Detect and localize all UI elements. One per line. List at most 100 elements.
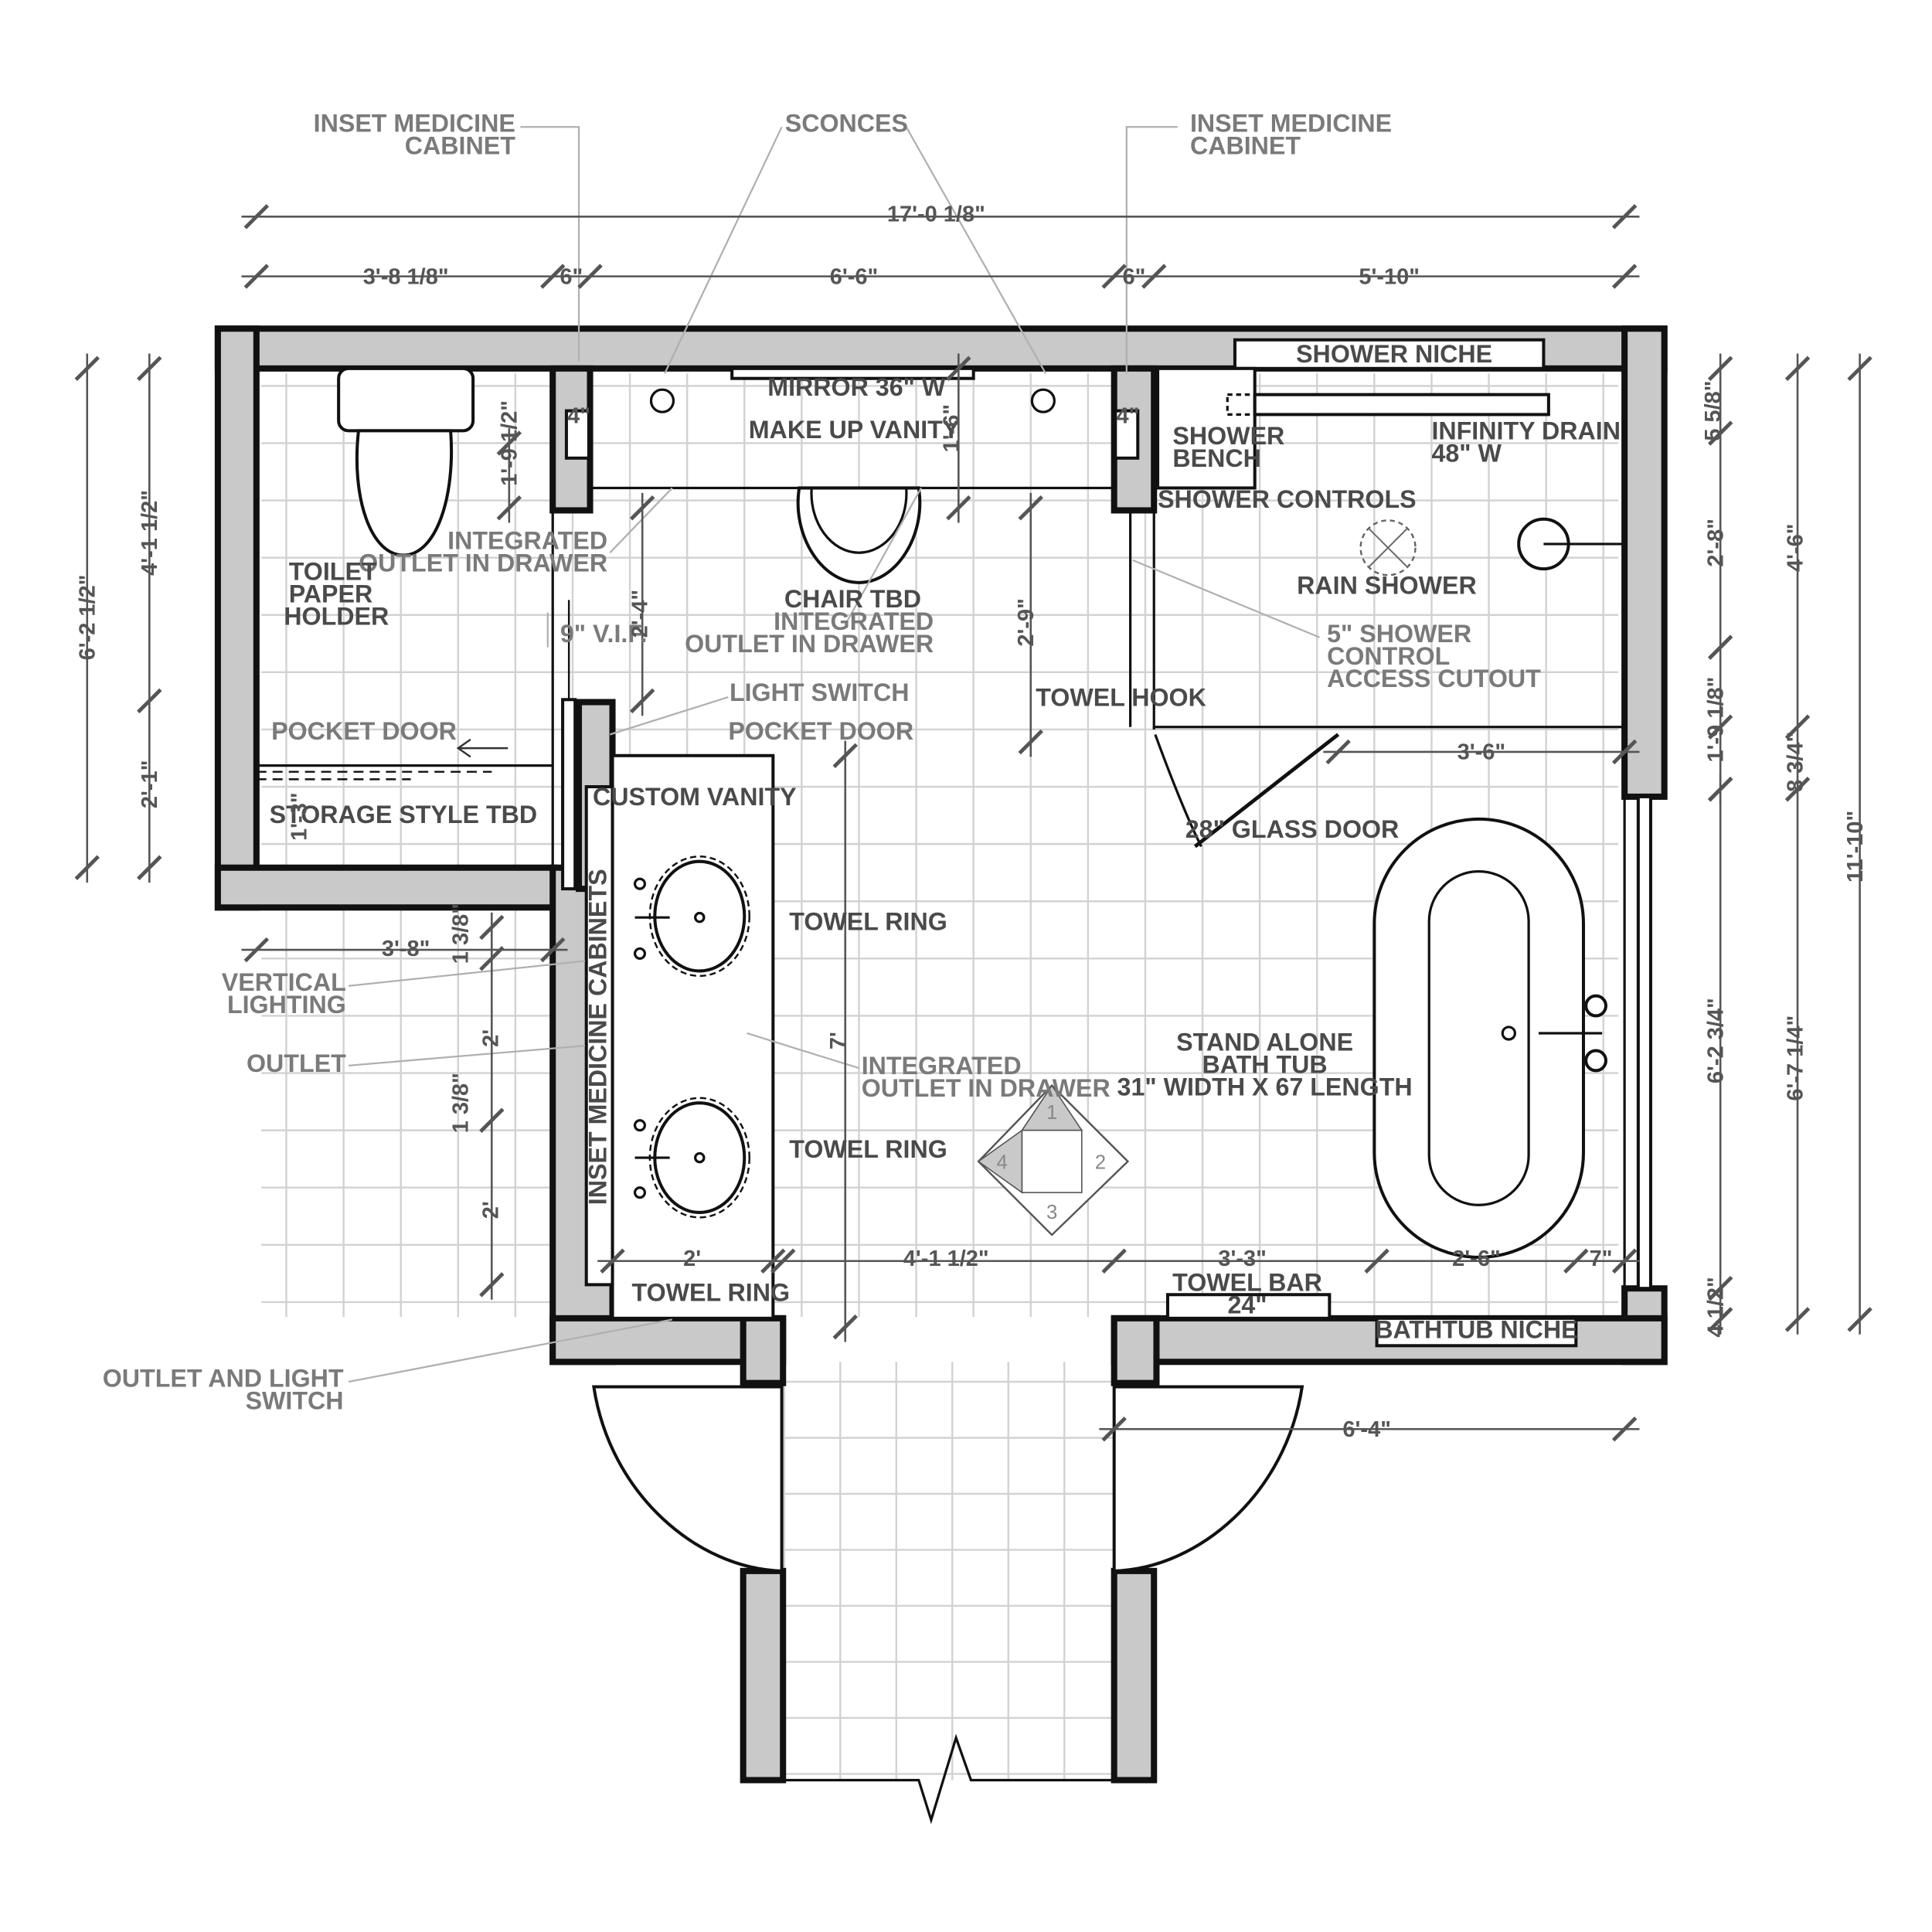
label-pocket-door-right: POCKET DOOR	[728, 717, 913, 745]
label-inset-cabinets-vertical: INSET MEDICINE CABINETS	[583, 869, 611, 1205]
label-toilet-paper-1: TOILET	[289, 558, 377, 586]
dim-light-gap-1: 1 3/8"	[449, 903, 474, 964]
label-shower-bench-1: SHOWER	[1172, 422, 1284, 450]
dimension-lines	[74, 204, 1872, 1442]
label-towel-bar-1: TOWEL BAR	[1172, 1268, 1322, 1296]
label-bathtub-niche: BATHTUB NICHE	[1375, 1316, 1577, 1344]
shower-head-icon	[1517, 517, 1625, 571]
label-light-switch: LIGHT SWITCH	[730, 679, 910, 706]
dim-makeup-to-shower: 2'-9"	[1014, 598, 1039, 647]
dim-cab-height-1: 2'	[478, 1029, 503, 1047]
entry-doors	[592, 1385, 1304, 1825]
chair-icon	[796, 486, 922, 584]
dim-light-gap-2: 1 3/8"	[449, 1073, 474, 1133]
label-rain-shower: RAIN SHOWER	[1297, 571, 1477, 599]
dim-cab-height-2: 2'	[478, 1201, 503, 1219]
label-outlet-light-1: OUTLET AND LIGHT	[103, 1364, 344, 1392]
label-inset-cabinet-left-1: INSET MEDICINE	[314, 110, 515, 138]
dim-bath-bottom-width: 6'-4"	[1342, 1417, 1391, 1442]
dim-makeup-depth: 1'-9 1/2"	[497, 400, 522, 486]
dim-vanity-depth: 2'	[683, 1247, 701, 1271]
dim-makeup-counter: 1'-6"	[939, 404, 964, 453]
dim-storage-zone: 2'-1"	[138, 760, 162, 809]
label-tub-3: 31" WIDTH X 67 LENGTH	[1117, 1073, 1413, 1101]
dim-tub-left-clear: 3'-3"	[1218, 1247, 1267, 1271]
label-inset-cabinet-right-2: CABINET	[1190, 132, 1301, 160]
dim-vanity-height: 7'	[826, 1032, 851, 1049]
dim-toilet-room-depth: 6'-2 1/2"	[75, 575, 100, 661]
label-integrated-outlet-3b: OUTLET IN DRAWER	[862, 1074, 1111, 1102]
label-infinity-drain-2: 48" W	[1431, 440, 1502, 468]
dim-tub-zone-b: 6'-7 1/4"	[1783, 1015, 1808, 1101]
dim-toilet-room-bottom: 3'-8"	[382, 937, 430, 961]
label-towel-ring-3: TOWEL RING	[631, 1278, 790, 1306]
dim-shower-depth-a: 2'-8"	[1703, 519, 1728, 567]
dim-storage-shelf: 1'-3"	[287, 792, 311, 841]
dim-tub-zone-a: 6'-2 3/4"	[1703, 998, 1728, 1083]
label-make-up-vanity: MAKE UP VANITY	[749, 416, 960, 444]
pocket-door-lines	[256, 600, 577, 891]
dim-chair-clear: 2'-4"	[628, 590, 653, 638]
dim-glass-panel: 8 3/4"	[1783, 732, 1808, 792]
label-shower-access-2: CONTROL	[1327, 642, 1450, 670]
label-shower-access-1: 5" SHOWER	[1327, 620, 1471, 648]
label-tub-1: STAND ALONE	[1176, 1029, 1353, 1056]
label-shower-niche: SHOWER NICHE	[1296, 340, 1492, 368]
label-mirror: MIRROR 36" W	[767, 373, 946, 401]
label-shower-controls: SHOWER CONTROLS	[1158, 485, 1417, 513]
dimension-labels: 17'-0 1/8" 3'-8 1/8" 6" 6'-6" 6" 5'-10" …	[75, 202, 1867, 1442]
label-sconces: SCONCES	[785, 110, 908, 138]
label-integrated-outlet-2b: OUTLET IN DRAWER	[685, 630, 934, 658]
label-storage: STORAGE STYLE TBD	[270, 801, 538, 828]
dim-makeup-vanity-width: 6'-6"	[830, 264, 879, 289]
label-outlet-light-2: SWITCH	[246, 1386, 344, 1414]
dim-toilet-room-width: 3'-8 1/8"	[363, 264, 449, 289]
rug-number-3: 3	[1046, 1202, 1057, 1223]
label-custom-vanity: CUSTOM VANITY	[593, 783, 797, 811]
sconce-icons	[649, 388, 1056, 413]
dim-toilet-zone: 4'-1 1/2"	[138, 490, 162, 576]
label-towel-ring-2: TOWEL RING	[789, 1135, 947, 1163]
label-outlet: OUTLET	[247, 1049, 346, 1077]
label-tub-2: BATH TUB	[1202, 1051, 1328, 1079]
dim-tub-right-clear: 7"	[1590, 1247, 1613, 1271]
label-inset-cabinet-left-2: CABINET	[405, 132, 515, 160]
label-integrated-outlet-1b: OUTLET IN DRAWER	[359, 549, 607, 577]
leader-lines	[348, 126, 1320, 1383]
interior-lines	[255, 338, 1652, 1348]
label-vertical-lighting-2: LIGHTING	[227, 991, 346, 1019]
sink-icons	[633, 855, 750, 1219]
glass-door-icon	[1129, 512, 1340, 849]
label-inset-cabinet-right-1: INSET MEDICINE	[1190, 110, 1392, 138]
bathtub-icon	[1372, 817, 1607, 1259]
dim-wall-right: 6"	[1123, 264, 1146, 289]
dim-tub-width: 2'-6"	[1452, 1247, 1501, 1271]
dim-cabinet-left-depth: 4"	[567, 404, 590, 429]
rug-number-1: 1	[1046, 1102, 1057, 1124]
rain-shower-icon	[1359, 519, 1417, 577]
label-toilet-paper-3: HOLDER	[284, 603, 389, 631]
label-shower-bench-2: BENCH	[1172, 444, 1261, 472]
label-vif: 9" V.I.F.	[560, 620, 648, 648]
label-pocket-door-left: POCKET DOOR	[271, 717, 457, 745]
label-integrated-outlet-2a: INTEGRATED	[774, 607, 934, 635]
rug-number-4: 4	[997, 1152, 1008, 1174]
label-shower-access-3: ACCESS CUTOUT	[1327, 665, 1541, 692]
dim-right-top-niche: 5 5/8"	[1701, 380, 1726, 440]
label-toilet-paper-2: PAPER	[289, 580, 373, 608]
dim-cabinet-right-depth: 4"	[1116, 404, 1139, 429]
